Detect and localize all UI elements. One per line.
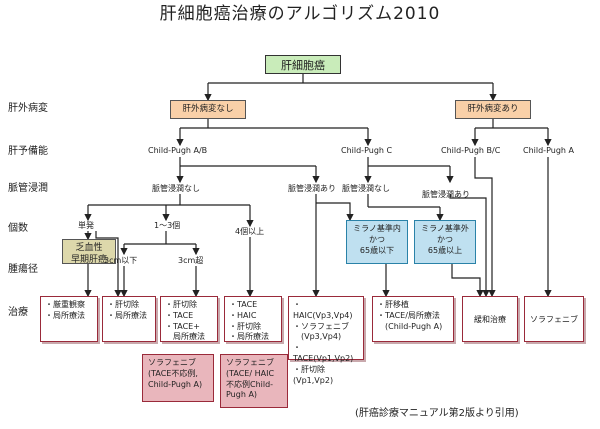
row-label-treatment: 治療 xyxy=(8,307,28,318)
sorafenib-haic-line-3: 不応例Child- xyxy=(226,379,274,389)
treatment-haic-line-3: (Vp3,Vp4) xyxy=(293,332,342,342)
tumor-size-large: 3cm超 xyxy=(178,256,204,265)
count-four-plus: 4個以上 xyxy=(235,227,265,236)
row-label-count: 個数 xyxy=(8,223,28,234)
child-pugh-ab: Child-Pugh A/B xyxy=(148,146,208,155)
treatment-tace-haic-line-4: ・局所療法 xyxy=(229,332,269,342)
row-label-tumor-size: 腫瘍径 xyxy=(8,264,38,275)
treatment-transplant: ・肝移植 ・TACE/局所療法 (Child-Pugh A) xyxy=(372,296,454,342)
treatment-transplant-line-3: (Child-Pugh A) xyxy=(377,321,443,331)
treatment-resect-local: ・肝切除 ・局所療法 xyxy=(102,296,156,342)
count-single: 単発 xyxy=(78,221,94,230)
treatment-transplant-line-1: ・肝移植 xyxy=(377,300,409,309)
row-label-liver-reserve: 肝予備能 xyxy=(8,146,48,157)
milan-within-line-1: ミラノ基準内 xyxy=(353,224,401,233)
treatment-tace-haic-line-3: ・肝切除 xyxy=(229,321,261,331)
root-node-hcc: 肝細胞癌 xyxy=(265,55,341,74)
sorafenib-haic-line-2: (TACE/ HAIC xyxy=(226,368,275,378)
milan-within-box: ミラノ基準内 かつ 65歳以下 xyxy=(346,220,408,264)
extrahepatic-none-box: 肝外病変なし xyxy=(170,100,246,119)
hypovascular-line-1: 乏血性 xyxy=(75,243,103,253)
milan-beyond-line-2: かつ xyxy=(437,235,453,245)
hypovascular-line-2: 早期肝癌 xyxy=(70,255,107,266)
sorafenib-tace-line-1: ソラフェニブ xyxy=(148,358,196,367)
row-label-vascular: 脈管浸潤 xyxy=(8,183,48,194)
citation-note: (肝癌診療マニュアル第2版より引用) xyxy=(355,408,519,419)
child-pugh-bc: Child-Pugh B/C xyxy=(441,146,501,155)
sorafenib-tace-line-2: (TACE不応例, xyxy=(148,368,198,378)
milan-within-line-2: かつ xyxy=(369,235,385,245)
treatment-resect-tace: ・肝切除 ・TACE ・TACE+ 局所療法 xyxy=(160,296,218,342)
treatment-haic-line-2: ・ソラフェニブ xyxy=(293,321,349,331)
vascular-none-left: 脈管浸潤なし xyxy=(152,184,200,193)
child-pugh-a: Child-Pugh A xyxy=(523,146,574,155)
milan-beyond-line-3: 65歳以上 xyxy=(427,246,463,256)
treatment-observe-line-1: ・厳重観察 xyxy=(45,300,85,309)
treatment-resect-tace-line-1: ・肝切除 xyxy=(165,300,197,309)
tumor-size-small: 3cm以下 xyxy=(104,256,138,265)
treatment-observe-local: ・厳重観察 ・局所療法 xyxy=(40,296,98,342)
treatment-tace-haic-line-2: ・HAIC xyxy=(229,310,257,320)
milan-beyond-box: ミラノ基準外 かつ 65歳以上 xyxy=(414,220,476,264)
treatment-haic-line-5: ・肝切除(Vp1,Vp2) xyxy=(293,364,334,385)
milan-beyond-line-1: ミラノ基準外 xyxy=(421,224,469,233)
page-title: 肝細胞癌治療のアルゴリズム2010 xyxy=(159,4,441,24)
treatment-tace-haic-line-1: ・TACE xyxy=(229,300,258,309)
treatment-tace-haic: ・TACE ・HAIC ・肝切除 ・局所療法 xyxy=(224,296,282,342)
treatment-sorafenib: ソラフェニブ xyxy=(524,296,584,342)
sorafenib-tace-line-3: Child-Pugh A) xyxy=(148,379,203,389)
sorafenib-haic-line-4: Pugh A) xyxy=(226,390,258,400)
treatment-haic-line-1: ・HAIC(Vp3,Vp4) xyxy=(293,300,353,320)
vascular-none-right: 脈管浸潤なし xyxy=(342,184,390,193)
treatment-haic-sorafenib: ・HAIC(Vp3,Vp4) ・ソラフェニブ (Vp3,Vp4) ・TACE(V… xyxy=(288,296,364,385)
count-one-to-three: 1～3個 xyxy=(154,221,181,230)
treatment-palliative: 緩和治療 xyxy=(462,296,518,342)
treatment-resect-local-line-2: ・局所療法 xyxy=(107,310,147,320)
sorafenib-tace-haic-refractory: ソラフェニブ (TACE/ HAIC 不応例Child- Pugh A) xyxy=(220,354,288,408)
treatment-observe-line-2: ・局所療法 xyxy=(45,310,85,320)
treatment-resect-tace-line-4: 局所療法 xyxy=(165,332,205,342)
child-pugh-c: Child-Pugh C xyxy=(341,146,393,155)
treatment-resect-tace-line-2: ・TACE xyxy=(165,310,194,320)
milan-within-line-3: 65歳以下 xyxy=(359,246,395,256)
vascular-present-right: 脈管浸潤あり xyxy=(422,190,470,199)
treatment-transplant-line-2: ・TACE/局所療法 xyxy=(377,310,440,320)
sorafenib-tace-refractory: ソラフェニブ (TACE不応例, Child-Pugh A) xyxy=(142,354,214,402)
sorafenib-haic-line-1: ソラフェニブ xyxy=(226,358,274,367)
treatment-resect-tace-line-3: ・TACE+ xyxy=(165,321,200,331)
vascular-present: 脈管浸潤あり xyxy=(288,184,336,193)
extrahepatic-present-box: 肝外病変あり xyxy=(455,100,531,119)
treatment-resect-local-line-1: ・肝切除 xyxy=(107,300,139,309)
hypovascular-early-hcc-box: 乏血性 早期肝癌 xyxy=(62,239,116,266)
treatment-haic-line-4: ・TACE(Vp1,Vp2) xyxy=(293,343,354,363)
row-label-extrahepatic: 肝外病変 xyxy=(8,103,48,114)
